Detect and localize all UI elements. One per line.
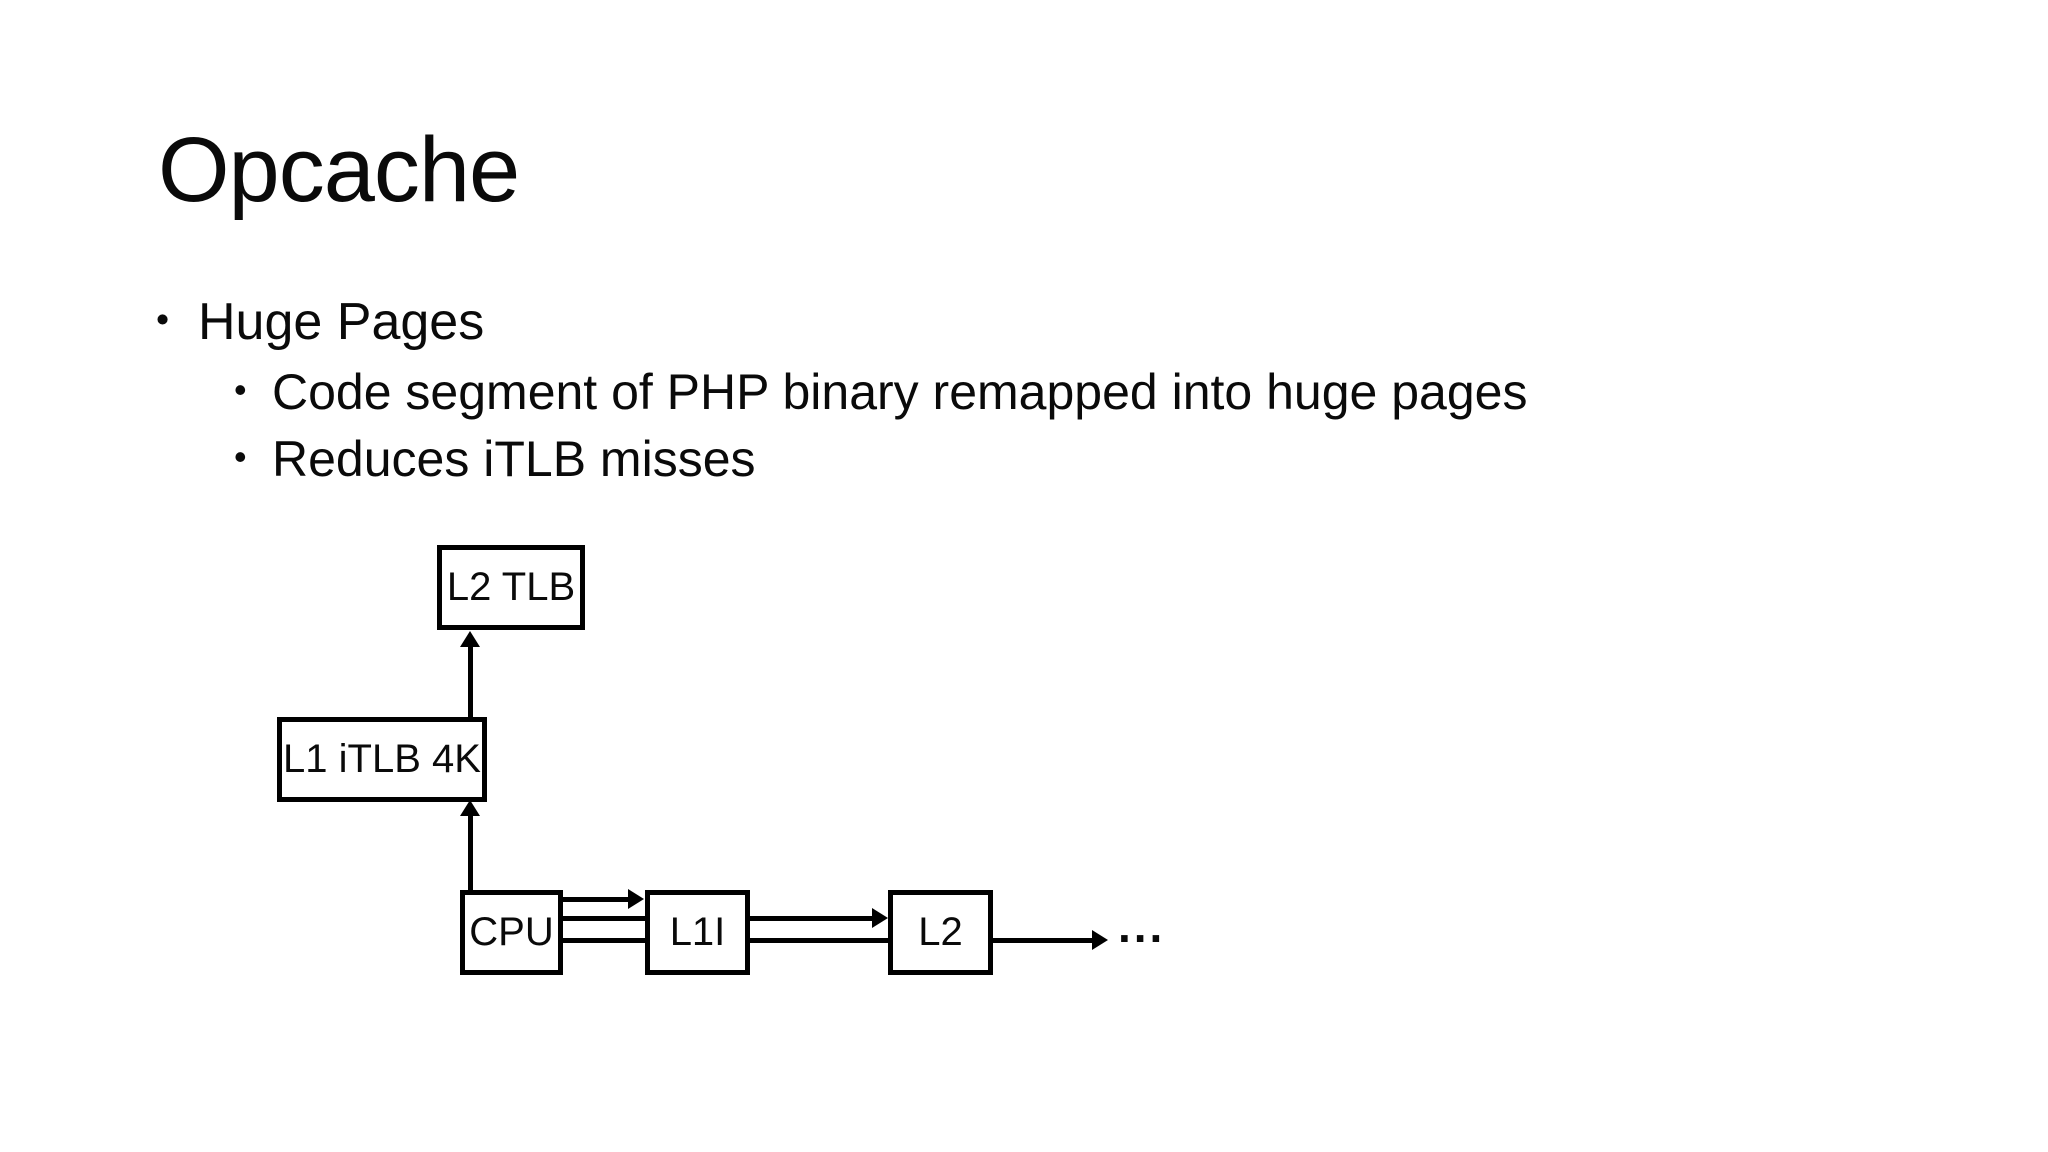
node-label: L2 [918, 910, 963, 954]
bullet-dot: • [156, 297, 170, 340]
bullet-item-reduces-itlb: • Reduces iTLB misses [234, 429, 756, 489]
node-l2: L2 [888, 890, 993, 975]
arrow-l1itlb-to-l2tlb [468, 645, 473, 717]
bullet-item-code-segment: • Code segment of PHP binary remapped in… [234, 362, 1527, 422]
arrowhead-up-icon [460, 800, 480, 816]
bullet-text: Reduces iTLB misses [272, 431, 756, 487]
arrow-l2-to-ellipsis [993, 938, 1093, 943]
node-l1-itlb-4k: L1 iTLB 4K [277, 717, 487, 802]
node-label: L2 TLB [446, 565, 576, 609]
bullet-dot: • [234, 368, 247, 410]
bullet-text: Huge Pages [198, 293, 485, 351]
arrow-cpu-to-l1itlb [468, 814, 473, 890]
bullet-text: Code segment of PHP binary remapped into… [272, 364, 1528, 420]
node-label: CPU [469, 910, 554, 954]
ellipsis-text: ... [1118, 900, 1166, 952]
page-title: Opcache [158, 119, 520, 221]
arrow-cpu-to-l1i [563, 897, 629, 902]
bullet-item-huge-pages: • Huge Pages [156, 291, 484, 353]
arrowhead-right-icon [628, 889, 644, 909]
bullet-dot: • [234, 435, 247, 477]
node-cpu: CPU [460, 890, 563, 975]
node-label: L1 iTLB 4K [283, 737, 481, 781]
arrowhead-up-icon [460, 631, 480, 647]
node-l2-tlb: L2 TLB [437, 545, 585, 630]
node-l1i: L1I [645, 890, 750, 975]
arrowhead-right-icon [1092, 930, 1108, 950]
arrowhead-right-icon [872, 908, 888, 928]
node-label: L1I [669, 910, 726, 954]
